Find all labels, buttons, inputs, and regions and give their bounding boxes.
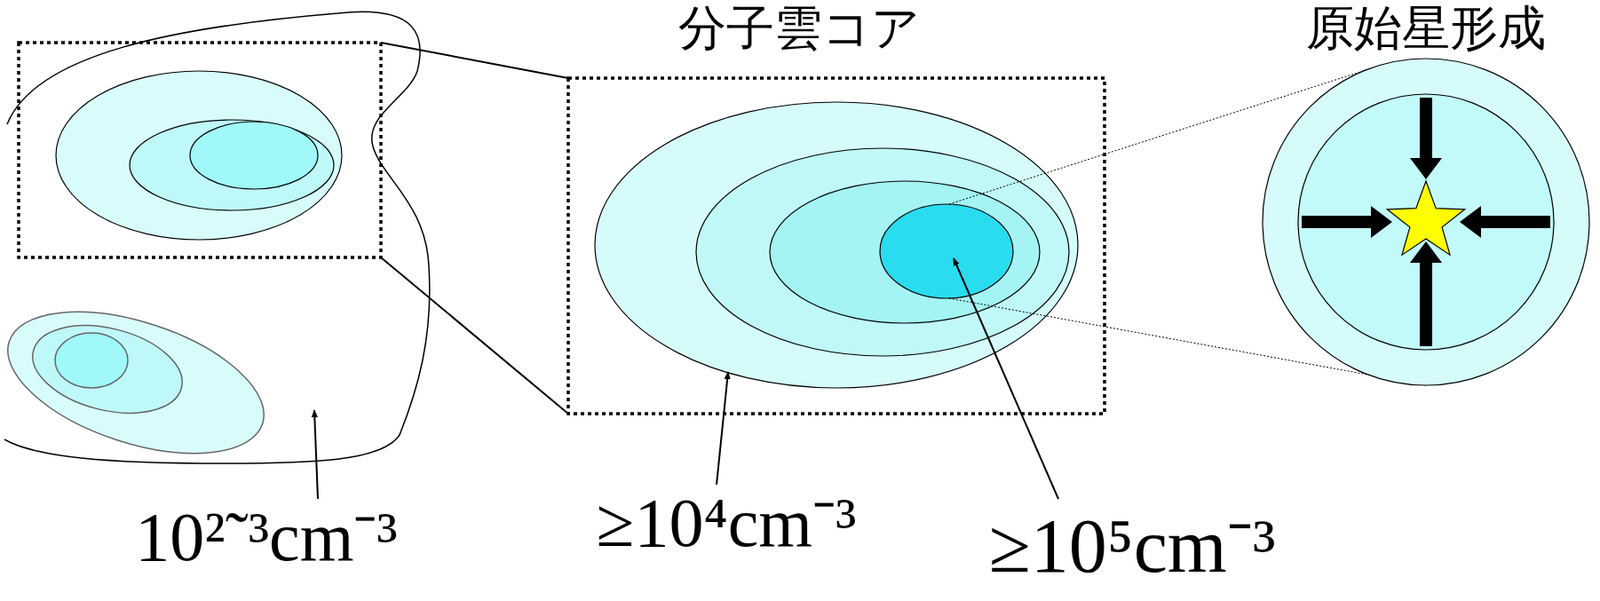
section-heading: 原始星形成 [1302, 1, 1550, 55]
core-outer [0, 284, 282, 482]
core-inner [55, 332, 128, 389]
protostar-inner [1298, 94, 1554, 350]
protostar-envelope [1262, 58, 1590, 386]
core-frame [568, 78, 1105, 414]
zoom-line [380, 257, 569, 414]
leader-arrow [716, 372, 729, 485]
section-heading: 分子雲コア [674, 1, 924, 55]
core-middle [129, 119, 334, 211]
section-heading-box: 原始星形成 [1302, 1, 1550, 55]
density-shell [696, 148, 1070, 357]
zoom-frame [18, 42, 381, 258]
density-label: ≥10⁴cm⁻³ [596, 488, 857, 558]
section-heading-box: 分子雲コア [674, 1, 924, 55]
leader-arrow [953, 258, 1059, 500]
core-outer [55, 71, 342, 240]
density-label: 10²˜³cm⁻³ [134, 502, 397, 572]
density-shell [769, 181, 1040, 324]
zoom-line [380, 42, 569, 79]
leader-arrow [314, 410, 318, 500]
protostar-star [1386, 181, 1465, 255]
core-inner [190, 121, 318, 190]
density-label: ≥10⁵cm⁻³ [988, 507, 1276, 585]
core-middle [23, 311, 191, 428]
dense-core [879, 204, 1014, 299]
infall-arrows [1301, 97, 1551, 347]
density-shell [594, 102, 1078, 389]
